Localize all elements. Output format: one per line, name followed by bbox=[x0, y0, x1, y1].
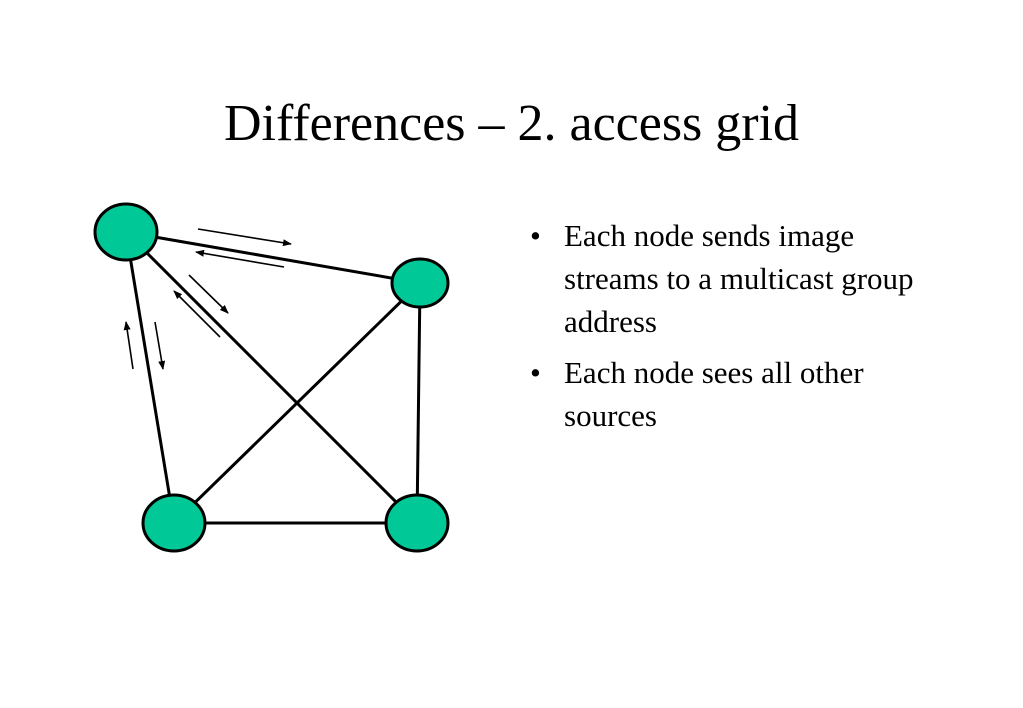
node-bottom-left bbox=[141, 493, 207, 553]
edge-top-left-to-bottom-right bbox=[124, 230, 419, 525]
arrow-from-top-right-icon bbox=[195, 249, 285, 268]
bullet-item: • Each node sees all other sources bbox=[526, 351, 946, 437]
node-top-right bbox=[390, 257, 450, 309]
edge-top-left-to-bottom-left bbox=[124, 231, 176, 524]
node-top-left bbox=[93, 202, 159, 262]
edge-top-left-to-top-right bbox=[125, 230, 421, 285]
bullet-text: Each node sees all other sources bbox=[564, 355, 864, 433]
arrow-up-left-icon bbox=[123, 321, 134, 370]
traffic-arrows bbox=[123, 228, 292, 370]
arrow-down-left-icon bbox=[154, 321, 166, 370]
arrow-diagonal-out-icon bbox=[188, 274, 229, 314]
edge-top-right-to-bottom-left bbox=[172, 281, 422, 525]
bullet-list: • Each node sends image streams to a mul… bbox=[526, 214, 946, 445]
node-bottom-right bbox=[384, 493, 450, 553]
edges bbox=[124, 230, 422, 525]
bullet-item: • Each node sends image streams to a mul… bbox=[526, 214, 946, 343]
arrow-diagonal-in-icon bbox=[173, 290, 221, 338]
edge-top-right-to-bottom-right bbox=[415, 282, 422, 524]
arrow-to-top-right-icon bbox=[197, 228, 292, 247]
nodes bbox=[93, 202, 450, 553]
bullet-text: Each node sends image streams to a multi… bbox=[564, 218, 914, 339]
slide-title: Differences – 2. access grid bbox=[223, 95, 800, 152]
bullet-dot-icon: • bbox=[530, 355, 541, 390]
bullet-dot-icon: • bbox=[530, 218, 541, 253]
